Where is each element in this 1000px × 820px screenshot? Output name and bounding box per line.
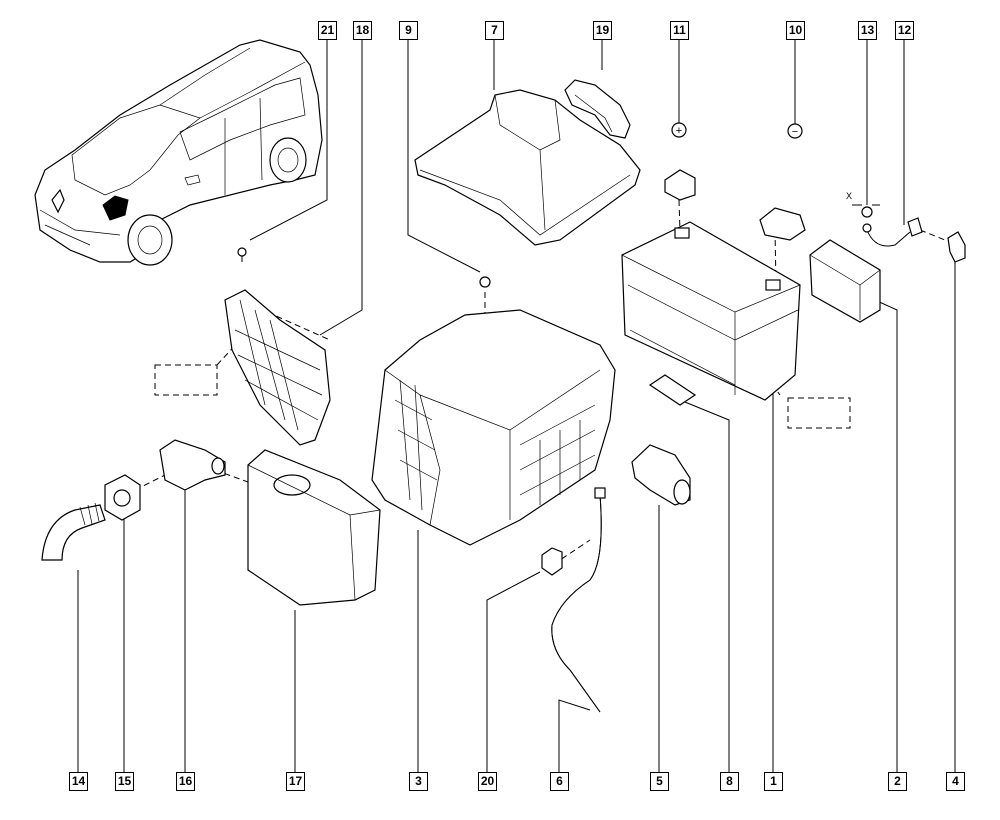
- dimension-x-label: X: [846, 191, 852, 201]
- callout-12[interactable]: 12: [895, 21, 914, 40]
- part-2-module: [809, 239, 881, 323]
- part-16-intake-elbow: [159, 439, 226, 491]
- reference-box-left: [154, 364, 218, 396]
- callout-19[interactable]: 19: [593, 21, 612, 40]
- part-20-grommet: [541, 547, 563, 576]
- callout-15[interactable]: 15: [115, 772, 134, 791]
- vehicle-locator-illustration: [34, 39, 323, 266]
- part-10-negative-terminal: −: [759, 123, 806, 241]
- part-1-battery: [621, 221, 801, 401]
- battery-location-highlight: [102, 195, 129, 221]
- callout-21[interactable]: 21: [318, 21, 337, 40]
- part-14-hose: [41, 502, 106, 561]
- part-12-ground-cable: [862, 217, 923, 247]
- positive-terminal-symbol: +: [676, 125, 682, 137]
- part-18-bracket: [224, 247, 331, 446]
- callout-11[interactable]: 11: [670, 21, 689, 40]
- part-8-battery-clamp: [648, 374, 697, 406]
- callout-6[interactable]: 6: [550, 772, 569, 791]
- callout-2[interactable]: 2: [888, 772, 907, 791]
- part-7-battery-cover: [414, 89, 641, 246]
- callout-17[interactable]: 17: [286, 772, 305, 791]
- callout-10[interactable]: 10: [786, 21, 805, 40]
- part-6-vent-tube: [551, 487, 606, 713]
- part-13-nut: X: [846, 191, 880, 218]
- part-19-cover-clip: [564, 79, 631, 139]
- callout-18[interactable]: 18: [353, 21, 372, 40]
- part-4-clip: [947, 231, 966, 263]
- callout-3[interactable]: 3: [409, 772, 428, 791]
- callout-1[interactable]: 1: [764, 772, 783, 791]
- callout-20[interactable]: 20: [478, 772, 497, 791]
- callout-7[interactable]: 7: [485, 21, 504, 40]
- callout-14[interactable]: 14: [69, 772, 88, 791]
- negative-terminal-symbol: −: [792, 126, 798, 138]
- part-5-air-duct: [631, 444, 691, 506]
- callout-5[interactable]: 5: [650, 772, 669, 791]
- part-3-battery-tray: [371, 276, 616, 546]
- callout-16[interactable]: 16: [176, 772, 195, 791]
- part-11-positive-terminal: +: [664, 122, 696, 201]
- callout-13[interactable]: 13: [858, 21, 877, 40]
- callout-8[interactable]: 8: [720, 772, 739, 791]
- reference-box-right: [787, 397, 851, 429]
- part-17-air-box: [247, 449, 381, 606]
- leader-lines: [77, 38, 956, 772]
- part-15-flange: [104, 474, 141, 521]
- callout-9[interactable]: 9: [399, 21, 418, 40]
- callout-4[interactable]: 4: [946, 772, 965, 791]
